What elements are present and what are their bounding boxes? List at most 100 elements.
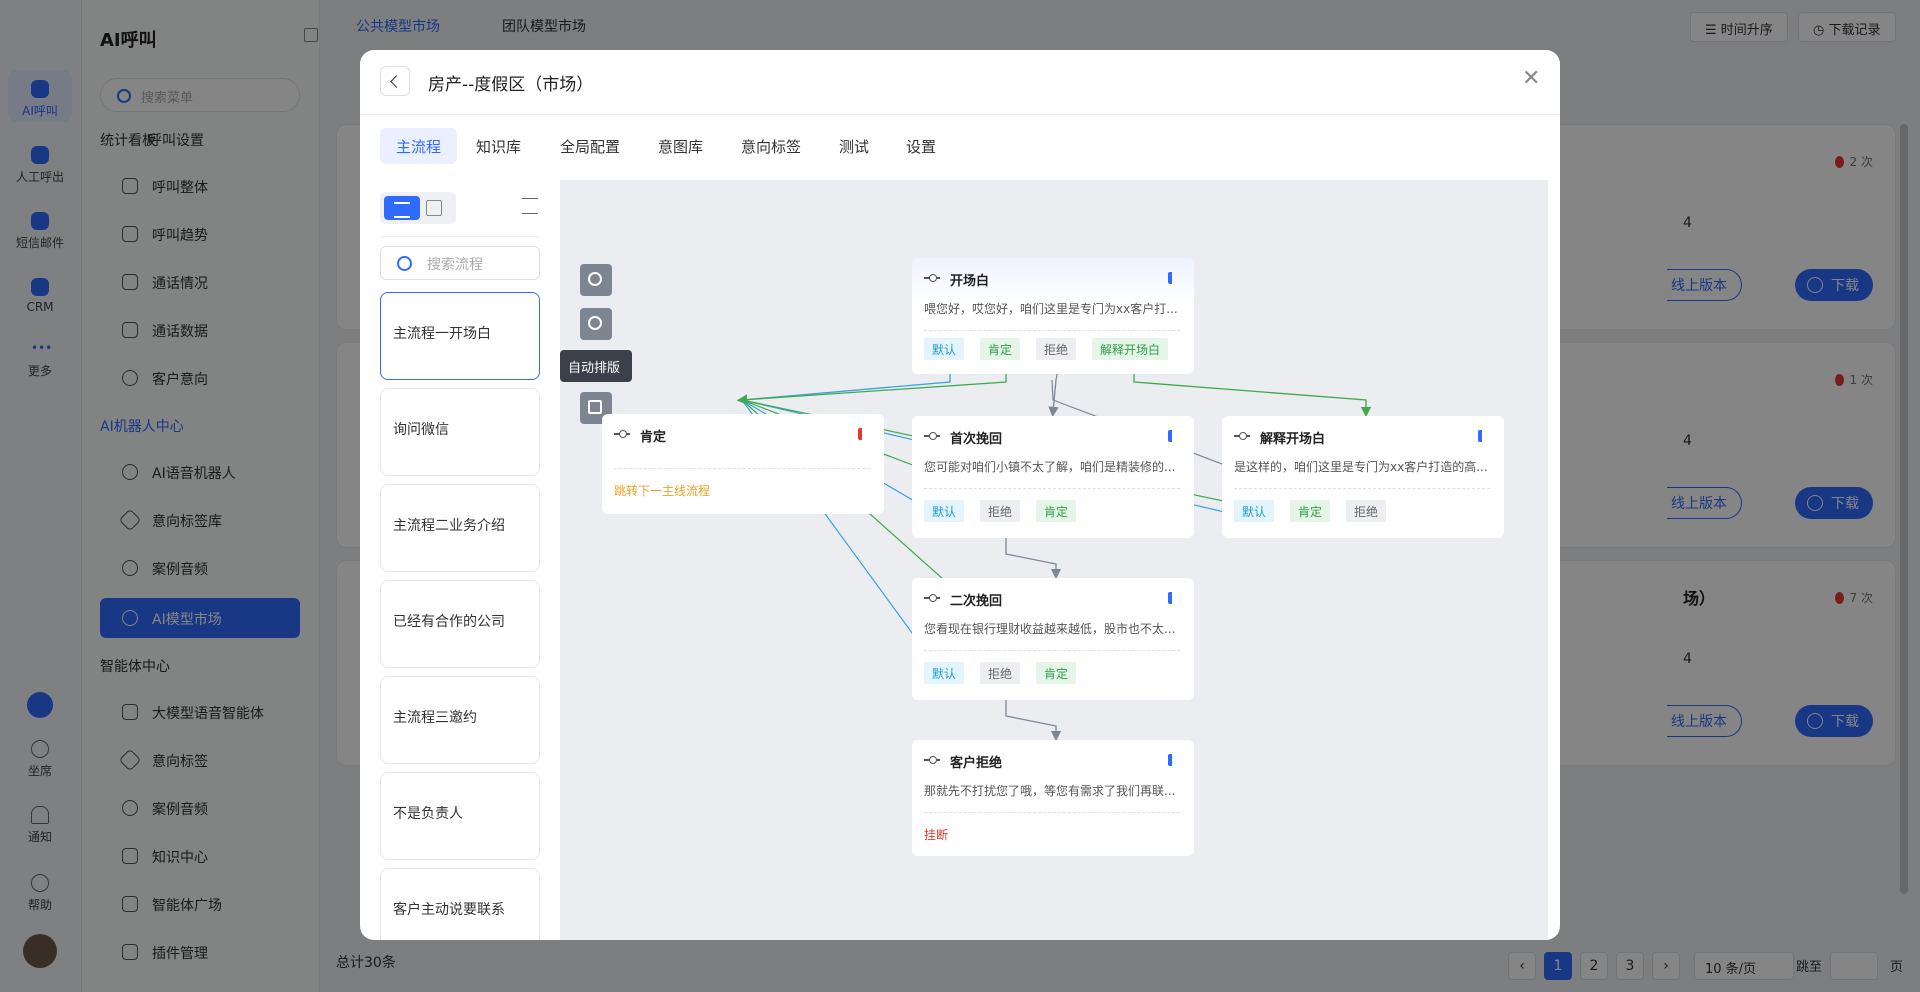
auto-layout-button[interactable] [580, 392, 612, 424]
flow-item[interactable]: 主流程三邀约 [380, 676, 540, 764]
download-button[interactable]: 下载 [1795, 487, 1873, 519]
tab-team-market[interactable]: 团队模型市场 [502, 19, 586, 35]
avatar-badge[interactable] [8, 692, 72, 722]
sidebar-item-call-trend[interactable]: 呼叫趋势 [100, 214, 300, 254]
download-button[interactable]: 下载 [1795, 705, 1873, 737]
online-version-button[interactable]: 线上版本 [1667, 705, 1742, 737]
tag-default[interactable]: 默认 [924, 662, 965, 684]
online-version-button[interactable]: 线上版本 [1667, 269, 1742, 301]
rail-item-more[interactable]: •••更多 [27, 341, 53, 378]
flow-item[interactable]: 不是负责人 [380, 772, 540, 860]
tag-default[interactable]: 默认 [924, 500, 965, 522]
tag-yes[interactable]: 肯定 [1036, 662, 1077, 684]
tag-no[interactable]: 拒绝 [1036, 338, 1077, 360]
grid-view-icon[interactable] [426, 200, 442, 216]
rail-item-sms-mail[interactable]: 短信邮件 [8, 212, 72, 251]
sidebar-title: AI呼叫 [100, 30, 157, 51]
flow-canvas[interactable]: 自动排版 开场白 喂您好，哎您好，咱们这里是专门为xx客户打... 默认 肯定 … [560, 180, 1548, 940]
tag-default[interactable]: 默认 [1234, 500, 1275, 522]
speaker-icon[interactable] [1168, 754, 1180, 766]
goto-page-input[interactable] [1830, 952, 1878, 980]
page-size-select[interactable]: 10 条/页 [1694, 952, 1794, 980]
speaker-icon[interactable] [858, 428, 870, 440]
speaker-icon[interactable] [1168, 430, 1180, 442]
tag-yes[interactable]: 肯定 [1290, 500, 1331, 522]
rail-item-crm[interactable]: CRM [8, 278, 72, 314]
tag-yes[interactable]: 肯定 [1036, 500, 1077, 522]
flow-node-affirm[interactable]: 肯定 跳转下一主线流程 [602, 414, 884, 514]
tab-intent-lib[interactable]: 意图库 [658, 138, 704, 156]
tag-no[interactable]: 拒绝 [1346, 500, 1387, 522]
tab-knowledge[interactable]: 知识库 [476, 138, 522, 156]
tag-no[interactable]: 拒绝 [980, 662, 1021, 684]
audio-icon [122, 560, 138, 576]
page-1[interactable]: 1 [1544, 952, 1572, 980]
flow-node-first-retain[interactable]: 首次挽回 您可能对咱们小镇不太了解，咱们是精装修的... 默认 拒绝 肯定 [912, 416, 1194, 538]
tab-public-market[interactable]: 公共模型市场 [356, 19, 440, 35]
tab-settings[interactable]: 设置 [906, 138, 937, 156]
sidebar-item-agent-tags[interactable]: 意向标签 [100, 740, 300, 780]
close-icon[interactable]: ✕ [1522, 66, 1541, 91]
sidebar-item-customer-intent[interactable]: 客户意向 [100, 358, 300, 398]
refresh-icon [122, 464, 138, 480]
flow-item[interactable]: 询问微信 [380, 388, 540, 476]
flow-item[interactable]: 主流程二业务介绍 [380, 484, 540, 572]
speaker-icon[interactable] [1478, 430, 1490, 442]
flow-item[interactable]: 客户主动说要联系 [380, 868, 540, 940]
tab-main-flow[interactable]: 主流程 [380, 128, 458, 164]
prev-page-button[interactable]: ‹ [1508, 952, 1536, 980]
rail-item-notify[interactable]: 通知 [8, 806, 72, 845]
user-avatar[interactable] [8, 934, 72, 972]
sidebar-item-case-audio[interactable]: 案例音频 [100, 548, 300, 588]
download-records-button[interactable]: ◷ 下载记录 [1798, 12, 1896, 42]
flow-item[interactable]: 已经有合作的公司 [380, 580, 540, 668]
page-2[interactable]: 2 [1580, 952, 1608, 980]
tag-default[interactable]: 默认 [924, 338, 965, 360]
sidebar-item-plugins[interactable]: 插件管理 [100, 932, 300, 972]
rail-item-agent[interactable]: 坐席 [8, 740, 72, 779]
flow-node-reject[interactable]: 客户拒绝 那就先不打扰您了哦，等您有需求了我们再联... 挂断 [912, 740, 1194, 856]
sidebar-item-knowledge[interactable]: 知识中心 [100, 836, 300, 876]
rail-item-manual-call[interactable]: 人工呼出 [8, 146, 72, 185]
flow-item[interactable]: 主流程一开场白 [380, 292, 540, 380]
sidebar-item-intent-tags[interactable]: 意向标签库 [100, 500, 300, 540]
flow-node-opening[interactable]: 开场白 喂您好，哎您好，咱们这里是专门为xx客户打... 默认 肯定 拒绝 解释… [912, 258, 1194, 374]
sidebar-item-llm-agent[interactable]: 大模型语音智能体 [100, 692, 300, 732]
rail-item-ai-call[interactable]: AI呼叫 [8, 70, 72, 122]
sidebar-item-call-overall[interactable]: 呼叫整体 [100, 166, 300, 206]
back-button[interactable] [380, 66, 410, 96]
tab-global-config[interactable]: 全局配置 [560, 138, 621, 156]
goto-label: 跳至 [1796, 960, 1823, 975]
sidebar-item-voice-robot[interactable]: AI语音机器人 [100, 452, 300, 492]
flow-search-input[interactable]: 搜索流程 [380, 246, 540, 280]
sidebar-item-agent-audio[interactable]: 案例音频 [100, 788, 300, 828]
download-button[interactable]: 下载 [1795, 269, 1873, 301]
tag-no[interactable]: 拒绝 [980, 500, 1021, 522]
tag-explain[interactable]: 解释开场白 [1092, 338, 1169, 360]
sidebar-item-call-data[interactable]: 通话数据 [100, 310, 300, 350]
speaker-icon[interactable] [1168, 272, 1180, 284]
tab-intent-tags[interactable]: 意向标签 [741, 138, 802, 156]
sort-time-button[interactable]: ☰ 时间升序 [1690, 12, 1788, 42]
list-view-icon[interactable] [384, 196, 420, 220]
zoom-in-button[interactable] [580, 264, 612, 296]
bar-chart-icon [122, 226, 138, 242]
sidebar-item-call-settings[interactable]: 呼叫设置 [148, 133, 204, 149]
sidebar-item-ai-market[interactable]: AI模型市场 [100, 598, 300, 638]
tab-test[interactable]: 测试 [839, 138, 870, 156]
menu-search-input[interactable]: 搜索菜单 [100, 78, 300, 112]
flow-node-second-retain[interactable]: 二次挽回 您看现在银行理财收益越来越低，股市也不太... 默认 拒绝 肯定 [912, 578, 1194, 700]
rail-item-help[interactable]: 帮助 [8, 874, 72, 913]
next-page-button[interactable]: › [1652, 952, 1680, 980]
zoom-out-button[interactable] [580, 308, 612, 340]
page-3[interactable]: 3 [1616, 952, 1644, 980]
flow-node-explain-opening[interactable]: 解释开场白 是这样的，咱们这里是专门为xx客户打造的高... 默认 肯定 拒绝 [1222, 416, 1504, 538]
speaker-icon[interactable] [1168, 592, 1180, 604]
sidebar-item-agent-plaza[interactable]: 智能体广场 [100, 884, 300, 924]
sidebar-item-call-status[interactable]: 通话情况 [100, 262, 300, 302]
sort-icon[interactable] [522, 198, 538, 214]
collapse-icon[interactable] [304, 28, 318, 42]
scrollbar[interactable] [1900, 124, 1908, 894]
tag-yes[interactable]: 肯定 [980, 338, 1021, 360]
online-version-button[interactable]: 线上版本 [1667, 487, 1742, 519]
